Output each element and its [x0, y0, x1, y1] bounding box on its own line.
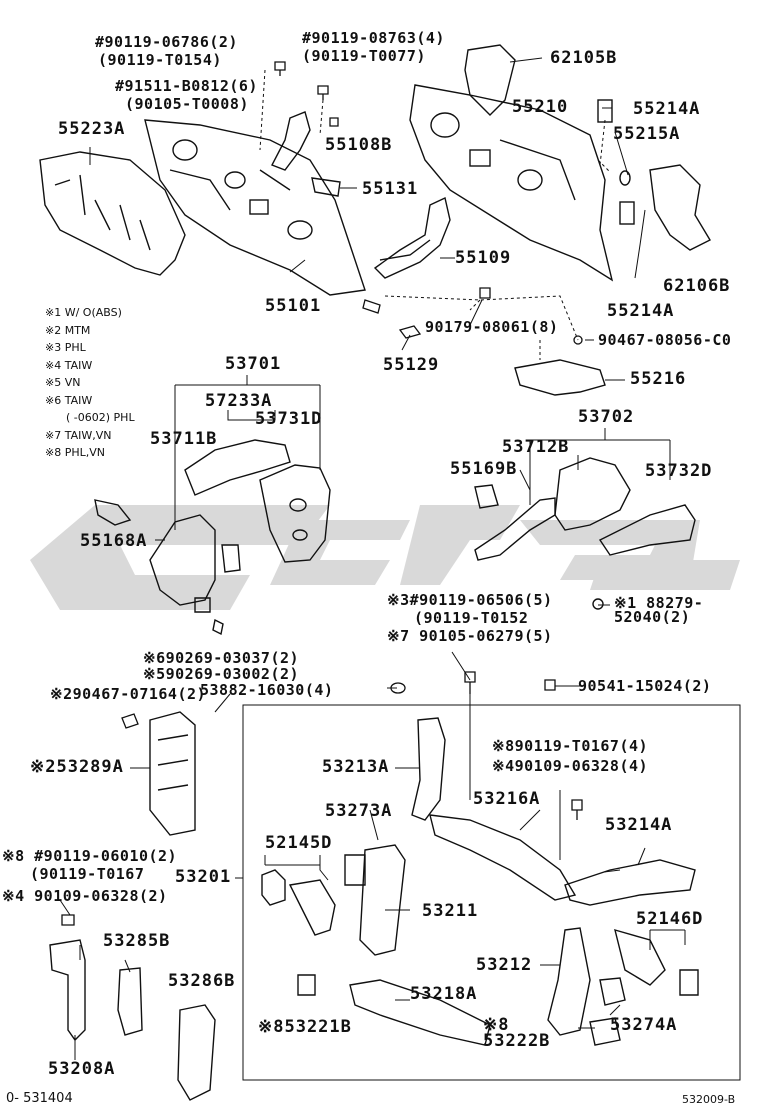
- label-53285B: 53285B: [103, 931, 171, 951]
- label-90269-03002: ※590269-03002(2): [143, 665, 300, 683]
- label-90467-07164: ※290467-07164(2): [50, 685, 207, 703]
- note-3: ※3 PHL: [45, 341, 86, 354]
- label-90119-06506: ※3#90119-06506(5): [387, 591, 553, 609]
- part-55223A-shape: [39, 151, 186, 276]
- label-55216: 55216: [630, 369, 687, 389]
- note-6-detail: ( -0602) PHL: [66, 411, 135, 424]
- part-left-bottom-shapes: [49, 939, 216, 1101]
- label-55169B: 55169B: [450, 459, 518, 479]
- part-53201-group-shapes: [261, 717, 699, 1046]
- part-55210-shape: [409, 84, 614, 282]
- label-55131: 55131: [362, 179, 419, 199]
- label-90119-T0154: (90119-T0154): [98, 51, 222, 69]
- part-55216-shape: [514, 359, 606, 396]
- label-90119-T0077: (90119-T0077): [302, 47, 426, 65]
- label-53882-16030: 53882-16030(4): [200, 681, 334, 699]
- watermark-logo: [30, 505, 740, 610]
- part-53701-assembly-shapes: [94, 439, 331, 636]
- label-53701: 53701: [225, 354, 282, 374]
- note-7: ※7 TAIW,VN: [45, 429, 112, 442]
- label-52146D: 52146D: [636, 909, 704, 929]
- note-4: ※4 TAIW: [45, 359, 93, 372]
- label-90119-T0152: (90119-T0152: [414, 609, 529, 627]
- label-53274A: 53274A: [610, 1015, 678, 1035]
- note-2: ※2 MTM: [45, 324, 91, 337]
- label-53218A: 53218A: [410, 984, 478, 1004]
- leader-lines: [59, 57, 741, 1081]
- label-90109-06328-b: ※4 90109-06328(2): [2, 887, 168, 905]
- label-53222B: ※8 53222B: [483, 1015, 551, 1051]
- label-90105-T0008: (90105-T0008): [125, 95, 249, 113]
- label-53702: 53702: [578, 407, 635, 427]
- fastener-shapes-middle: [61, 671, 583, 926]
- label-53216A: 53216A: [473, 789, 541, 809]
- label-57233A: 57233A: [205, 391, 273, 411]
- note-8: ※8 PHL,VN: [45, 446, 105, 459]
- label-90119-T0167-b: (90119-T0167: [30, 865, 145, 883]
- label-88279-52040: ※1 88279-52040(2): [614, 594, 704, 626]
- label-53712B: 53712B: [502, 437, 570, 457]
- label-90467-08056-C0: 90467-08056-C0: [598, 331, 732, 349]
- footer-right-code: 532009-B: [682, 1093, 736, 1106]
- label-55168A: 55168A: [80, 531, 148, 551]
- fastener-shapes-top: [274, 61, 583, 345]
- label-55101: 55101: [265, 296, 322, 316]
- label-53201: 53201: [175, 867, 232, 887]
- label-55223A: 55223A: [58, 119, 126, 139]
- label-55109: 55109: [455, 248, 512, 268]
- part-55101-shape: [144, 119, 366, 296]
- label-53286B: 53286B: [168, 971, 236, 991]
- part-55109-shape: [373, 196, 451, 279]
- part-53702-assembly-shapes: [474, 457, 696, 610]
- part-62105B-shape: [464, 44, 516, 116]
- label-90269-03037: ※690269-03037(2): [143, 649, 300, 667]
- note-1: ※1 W/ O(ABS): [45, 306, 122, 319]
- label-53208A: 53208A: [48, 1059, 116, 1079]
- leader-lines-top: [259, 69, 611, 360]
- label-90119-T0167: ※890119-T0167(4): [492, 737, 649, 755]
- label-55108B: 55108B: [325, 135, 393, 155]
- label-53273A: 53273A: [325, 801, 393, 821]
- label-53289A: ※253289A: [30, 757, 124, 777]
- label-55215A: 55215A: [613, 124, 681, 144]
- label-53711B: 53711B: [150, 429, 218, 449]
- note-6: ※6 TAIW: [45, 394, 93, 407]
- label-52145D: 52145D: [265, 833, 333, 853]
- label-90541-15024: 90541-15024(2): [578, 677, 712, 695]
- label-90119-06010: ※8 #90119-06010(2): [2, 847, 178, 865]
- label-90119-08763: #90119-08763(4): [302, 29, 445, 47]
- label-90119-06786: #90119-06786(2): [95, 33, 238, 51]
- label-53731D: 53731D: [255, 409, 323, 429]
- part-55131-shape: [311, 177, 341, 197]
- label-62105B: 62105B: [550, 48, 618, 68]
- label-55214A-bottom: 55214A: [607, 301, 675, 321]
- label-53212: 53212: [476, 955, 533, 975]
- label-90105-06279: ※7 90105-06279(5): [387, 627, 553, 645]
- label-53221B: ※853221B: [258, 1017, 352, 1037]
- label-90109-06328-a: ※490109-06328(4): [492, 757, 649, 775]
- label-53213A: 53213A: [322, 757, 390, 777]
- label-53211: 53211: [422, 901, 479, 921]
- label-55210: 55210: [512, 97, 569, 117]
- label-53732D: 53732D: [645, 461, 713, 481]
- label-55129: 55129: [383, 355, 440, 375]
- part-55214A-shapes: [597, 99, 711, 251]
- label-90179-08061: 90179-08061(8): [425, 318, 559, 336]
- label-62106B: 62106B: [663, 276, 731, 296]
- footer-left-code: 0- 531404: [6, 1091, 73, 1106]
- part-55108B-shape: [271, 111, 311, 171]
- label-55214A-top: 55214A: [633, 99, 701, 119]
- note-5: ※5 VN: [45, 376, 81, 389]
- label-53214A: 53214A: [605, 815, 673, 835]
- part-53289A-shape: [149, 711, 196, 836]
- label-91511-B0812: #91511-B0812(6): [115, 77, 258, 95]
